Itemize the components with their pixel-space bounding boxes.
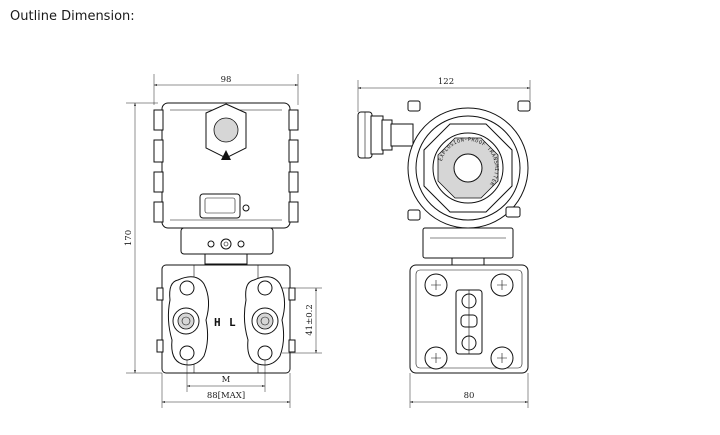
dimension-center-distance: 41±0.2	[282, 287, 322, 354]
side-base-width-label: 80	[464, 391, 475, 401]
side-width-label: 122	[438, 77, 454, 87]
dimension-side-width: 122	[357, 77, 531, 112]
front-bottom-width-label: 88[MAX]	[207, 391, 245, 401]
side-housing: EXPLOSION-PROOF TRANSMITTER	[407, 100, 531, 229]
dimension-thread: M	[186, 360, 266, 392]
front-housing	[153, 102, 299, 229]
dimension-front-width: 98	[153, 74, 299, 105]
dimension-front-height: 170	[124, 102, 162, 374]
front-view: H L 98 170 41±0.2 M	[124, 74, 322, 408]
front-height-label: 170	[124, 230, 134, 246]
front-width-label: 98	[221, 75, 232, 85]
side-neck	[422, 227, 514, 269]
front-flange	[156, 264, 296, 374]
side-view: EXPLOSION-PROOF TRANSMITTER	[357, 77, 531, 408]
page-title: Outline Dimension:	[10, 9, 135, 24]
thread-label: M	[222, 375, 231, 385]
cable-gland	[357, 111, 414, 159]
center-distance-label: 41±0.2	[305, 304, 315, 335]
front-neck	[180, 227, 274, 275]
high-pressure-port-label: H	[214, 316, 221, 329]
low-pressure-port-label: L	[229, 316, 236, 329]
side-flange	[409, 264, 529, 374]
dimension-side-base-width: 80	[409, 373, 529, 408]
dimension-front-bottom-width: 88[MAX]	[161, 373, 291, 408]
